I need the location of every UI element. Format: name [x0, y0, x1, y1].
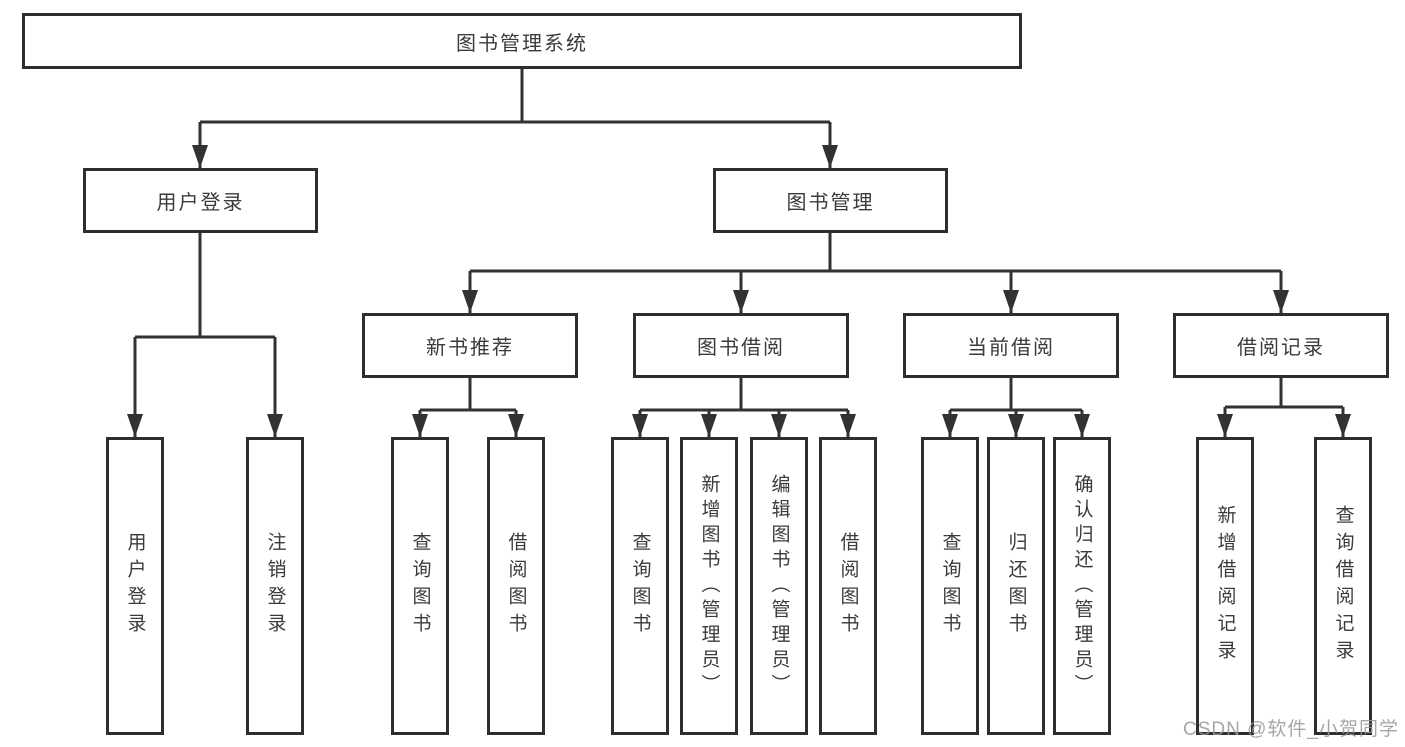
node-borrowing-records: 借阅记录	[1173, 313, 1389, 378]
leaf-logout-login: 注销登录	[246, 437, 304, 735]
leaf-bb-borrow-books: 借阅图书	[819, 437, 877, 735]
leaf-user-login: 用户登录	[106, 437, 164, 735]
leaf-cb-confirm-return-admin: 确认归还（管理员）	[1053, 437, 1111, 735]
leaf-bb-add-books-admin: 新增图书（管理员）	[680, 437, 738, 735]
node-user-login: 用户登录	[83, 168, 318, 233]
leaf-br-query-record: 查询借阅记录	[1314, 437, 1372, 735]
leaf-br-add-record: 新增借阅记录	[1196, 437, 1254, 735]
csdn-watermark: CSDN @软件_小贺同学	[1183, 719, 1399, 740]
leaf-cb-return-books: 归还图书	[987, 437, 1045, 735]
node-current-borrowing: 当前借阅	[903, 313, 1119, 378]
node-new-book-recommend: 新书推荐	[362, 313, 578, 378]
node-book-management: 图书管理	[713, 168, 948, 233]
leaf-nb-borrow-books: 借阅图书	[487, 437, 545, 735]
node-library-management-system: 图书管理系统	[22, 13, 1022, 69]
leaf-nb-query-books: 查询图书	[391, 437, 449, 735]
node-book-borrowing: 图书借阅	[633, 313, 849, 378]
leaf-bb-edit-books-admin: 编辑图书（管理员）	[750, 437, 808, 735]
leaf-cb-query-books: 查询图书	[921, 437, 979, 735]
leaf-bb-query-books: 查询图书	[611, 437, 669, 735]
